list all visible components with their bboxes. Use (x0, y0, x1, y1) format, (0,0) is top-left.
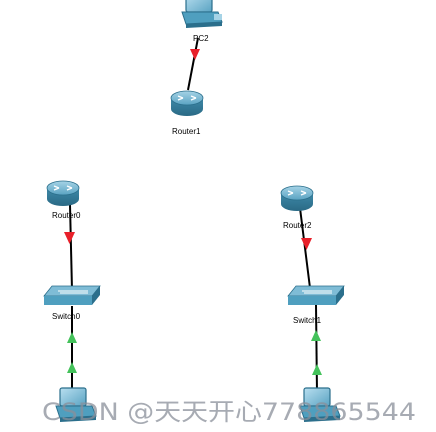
device-label-router0: Router0 (52, 211, 81, 220)
link-status-down-marker (64, 232, 75, 244)
link-status-up-marker (311, 330, 321, 341)
device-label-switch0: Switch0 (52, 312, 81, 321)
device-label-router2: Router2 (283, 221, 312, 230)
pc-left-device[interactable] (55, 387, 97, 422)
switch-icon (43, 285, 101, 305)
link-status-down-marker (190, 49, 200, 60)
link-switch0-pc-left (67, 306, 77, 393)
link-pc2-router1 (187, 37, 200, 91)
link-status-up-marker (67, 332, 77, 343)
pc-icon (55, 387, 97, 422)
switch-icon (287, 285, 345, 305)
pc-icon (181, 0, 223, 28)
router1-device[interactable]: Router1 (170, 90, 204, 136)
device-label-pc2: PC2 (193, 34, 209, 43)
pc2-device[interactable]: PC2 (181, 0, 223, 43)
router-icon (46, 180, 80, 206)
router-icon (170, 90, 204, 116)
link-status-up-marker (312, 364, 322, 375)
pc-right-device[interactable] (299, 387, 341, 422)
router2-device[interactable]: Router2 (280, 185, 314, 230)
link-status-down-marker (301, 238, 312, 250)
pc-icon (299, 387, 341, 422)
device-label-switch1: Switch1 (293, 316, 322, 325)
router-icon (280, 185, 314, 211)
switch1-device[interactable]: Switch1 (287, 285, 345, 325)
link-router2-switch1 (299, 207, 312, 289)
switch0-device[interactable]: Switch0 (43, 285, 101, 321)
link-switch1-pc-right (311, 304, 322, 394)
link-status-up-marker (67, 362, 77, 373)
link-router0-switch0 (64, 204, 75, 291)
device-label-router1: Router1 (172, 127, 201, 136)
router0-device[interactable]: Router0 (46, 180, 81, 220)
watermark-text: CSDN @天天开心778865544 (42, 398, 416, 426)
